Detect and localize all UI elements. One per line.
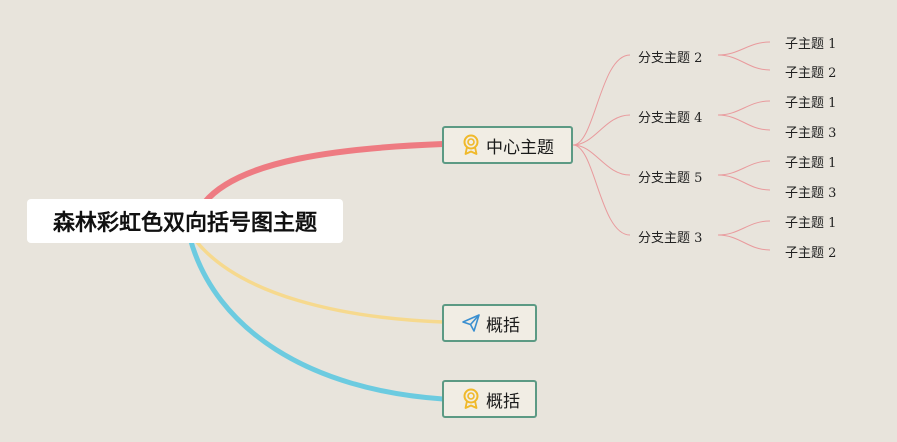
center-topic-node[interactable]: 中心主题 [442, 126, 573, 164]
summary-node-1[interactable]: 概括 [442, 304, 537, 342]
award-badge-icon [460, 134, 482, 156]
summary-node-2[interactable]: 概括 [442, 380, 537, 418]
branch-topic[interactable]: 分支主题 5 [638, 171, 703, 186]
subtopic-leaf[interactable]: 子主题 3 [785, 126, 837, 141]
subtopic-leaf[interactable]: 子主题 1 [785, 216, 837, 231]
root-topic[interactable]: 森林彩虹色双向括号图主题 [27, 199, 343, 243]
summary-2-label: 概括 [486, 391, 520, 412]
paper-plane-icon [460, 312, 482, 334]
award-badge-icon [460, 388, 482, 410]
branch-topic[interactable]: 分支主题 4 [638, 111, 703, 126]
connector-branch-4-to-leaf-1 [717, 100, 771, 116]
connector-branch-2-to-leaf-2 [717, 54, 771, 71]
connector-root-to-summary-2 [187, 235, 446, 402]
connector-center-to-branch-2 [572, 54, 631, 146]
connector-center-to-branch-3 [572, 144, 631, 236]
root-topic-label: 森林彩虹色双向括号图主题 [52, 211, 317, 236]
connector-root-to-summary-1 [194, 239, 445, 324]
connector-center-to-branch-4 [572, 114, 631, 146]
connector-branch-5-to-leaf-2 [717, 174, 771, 191]
center-topic-label: 中心主题 [486, 137, 554, 158]
subtopic-leaf[interactable]: 子主题 1 [785, 156, 837, 171]
connector-branch-3-to-leaf-1 [717, 220, 771, 236]
connector-branch-3-to-leaf-2 [717, 234, 771, 251]
subtopic-leaf[interactable]: 子主题 1 [785, 37, 837, 52]
connector-root-to-center-topic [202, 141, 446, 205]
branch-topic[interactable]: 分支主题 2 [638, 51, 703, 66]
connector-center-to-branch-5 [572, 144, 631, 176]
connector-branch-4-to-leaf-2 [717, 114, 771, 131]
subtopic-leaf[interactable]: 子主题 1 [785, 96, 837, 111]
connector-branch-2-to-leaf-1 [717, 41, 771, 56]
subtopic-leaf[interactable]: 子主题 3 [785, 186, 837, 201]
subtopic-leaf[interactable]: 子主题 2 [785, 246, 837, 261]
subtopic-leaf[interactable]: 子主题 2 [785, 66, 837, 81]
connector-branch-5-to-leaf-1 [717, 160, 771, 176]
summary-1-label: 概括 [486, 315, 520, 336]
branch-topic[interactable]: 分支主题 3 [638, 231, 703, 246]
